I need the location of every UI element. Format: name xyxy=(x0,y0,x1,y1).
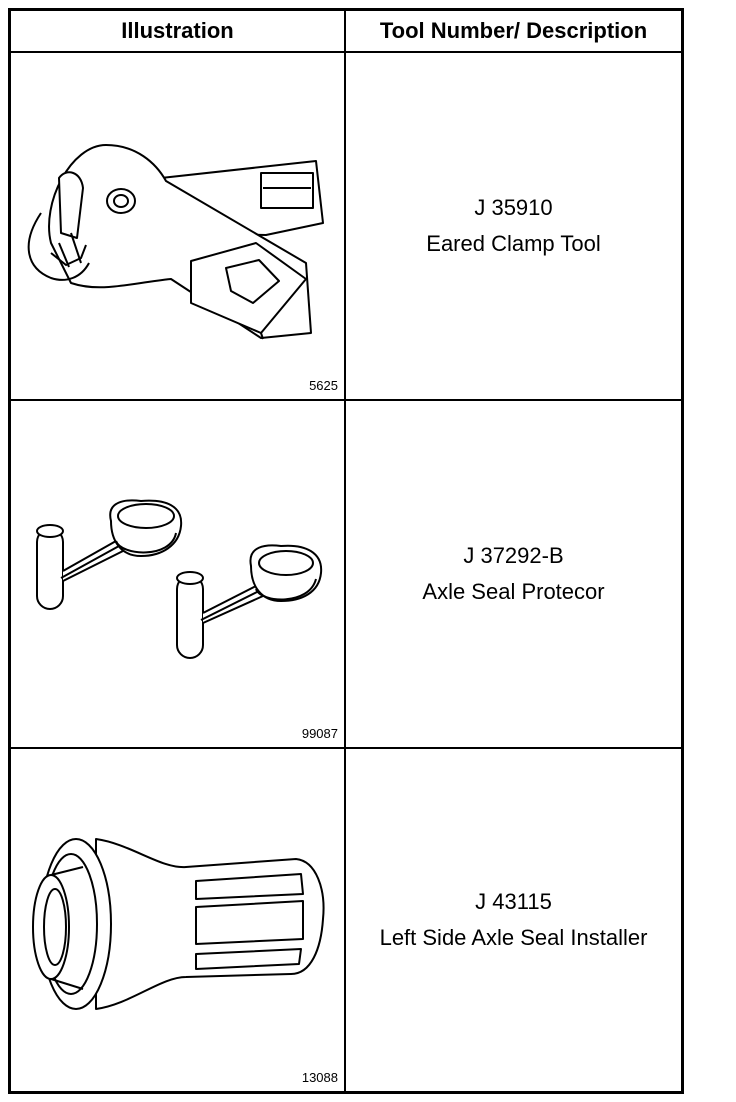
row-divider xyxy=(11,399,681,401)
illustration-cell: 5625 xyxy=(11,53,344,399)
tool-description: Eared Clamp Tool xyxy=(426,231,601,256)
tool-number: J 35910 xyxy=(474,195,553,220)
figure-number: 5625 xyxy=(309,378,338,393)
table-row: 5625 J 35910 Eared Clamp Tool xyxy=(11,53,681,399)
description-cell: J 43115 Left Side Axle Seal Installer xyxy=(346,749,681,1091)
row-divider xyxy=(11,747,681,749)
tool-description: Left Side Axle Seal Installer xyxy=(379,925,648,950)
table-row: 13088 J 43115 Left Side Axle Seal Instal… xyxy=(11,749,681,1091)
figure-number: 13088 xyxy=(301,1070,338,1085)
description-cell: J 35910 Eared Clamp Tool xyxy=(346,53,681,399)
column-divider xyxy=(344,11,346,1091)
figure-number: 99087 xyxy=(301,726,338,741)
axle-seal-protector-icon xyxy=(11,401,344,747)
tool-description: Axle Seal Protecor xyxy=(422,579,605,604)
tool-table: Illustration Tool Number/ Description xyxy=(8,8,684,1094)
axle-seal-installer-icon xyxy=(11,749,344,1091)
eared-clamp-tool-icon xyxy=(11,53,344,399)
tool-number: J 43115 xyxy=(475,889,552,914)
header-tool-number: Tool Number/ Description xyxy=(379,18,648,43)
illustration-cell: 13088 xyxy=(11,749,344,1091)
description-cell: J 37292-B Axle Seal Protecor xyxy=(346,401,681,747)
illustration-cell: 99087 xyxy=(11,401,344,747)
header-divider xyxy=(11,51,681,53)
table-row: 99087 J 37292-B Axle Seal Protecor xyxy=(11,401,681,747)
header-illustration: Illustration xyxy=(121,18,234,43)
tool-number: J 37292-B xyxy=(463,543,564,568)
